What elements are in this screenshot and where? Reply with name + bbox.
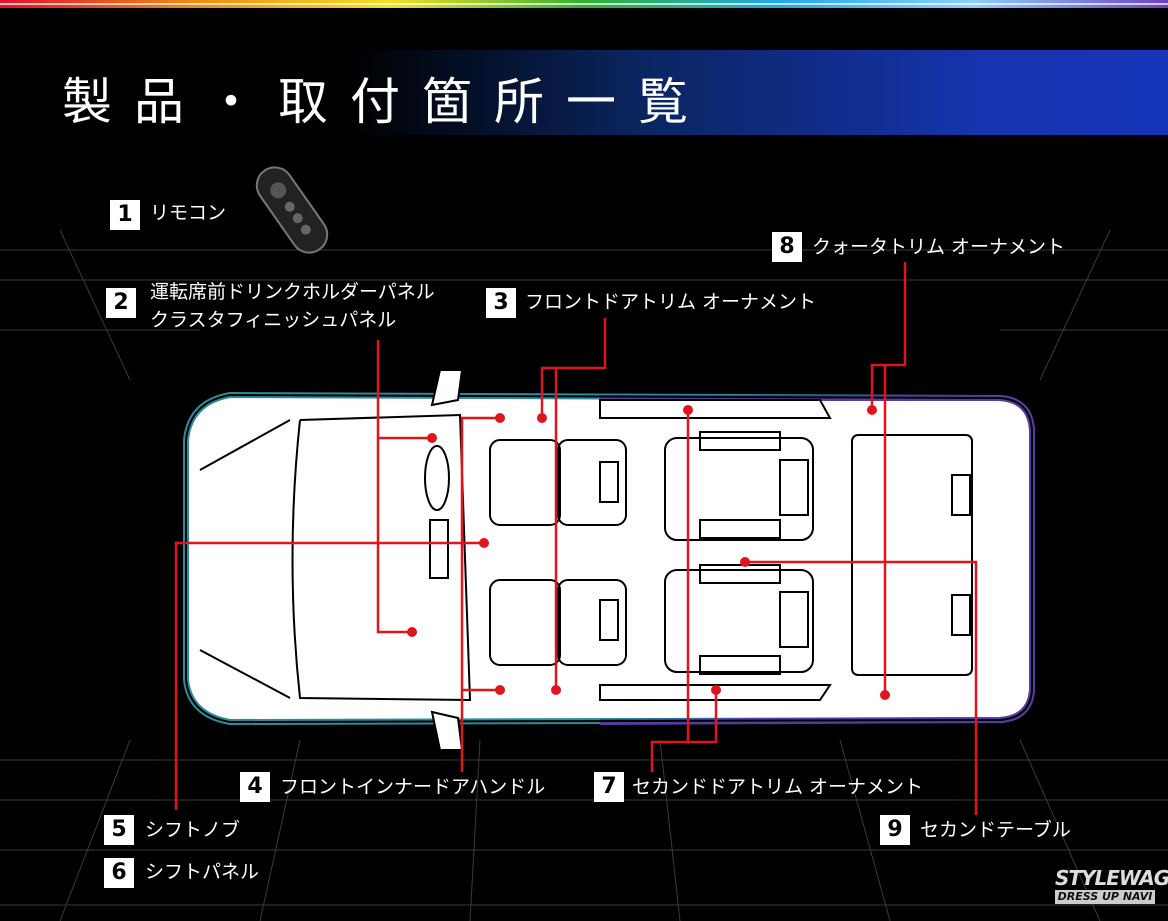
logo-line2: DRESS UP NAVI: [1055, 890, 1155, 904]
title-bar: [0, 50, 1168, 135]
page-title: 製品・取付箇所一覧: [62, 73, 710, 131]
rainbow-bar: [0, 0, 1168, 8]
label-front-inner-handle: フロントインナードアハンドル: [280, 776, 546, 798]
stylewagon-logo: STYLEWAGON DRESS UP NAVI: [1055, 866, 1168, 904]
label-second-table: セカンドテーブル: [920, 819, 1071, 841]
label-quarter-trim: クォータトリム オーナメント: [812, 236, 1066, 258]
badge-6: 6: [104, 858, 134, 888]
badge-4: 4: [240, 772, 270, 802]
remote-control: [255, 166, 329, 254]
badge-2: 2: [106, 288, 136, 318]
leader-lines: [174, 262, 978, 815]
leader-dots: [407, 405, 890, 700]
badge-7: 7: [594, 772, 624, 802]
badge-9: 9: [880, 815, 910, 845]
car-outline: [183, 369, 1035, 751]
badge-3: 3: [486, 288, 516, 318]
badge-8: 8: [772, 232, 802, 262]
label-drink-holder-panel: 運転席前ドリンクホルダーパネル: [150, 281, 435, 303]
logo-line1: STYLEWAGON: [1055, 866, 1168, 890]
label-front-door-trim: フロントドアトリム オーナメント: [525, 291, 817, 313]
label-remote: リモコン: [150, 202, 227, 224]
grid-floor: [0, 229, 1168, 921]
label-second-door-trim: セカンドドアトリム オーナメント: [632, 776, 924, 798]
badge-1: 1: [110, 200, 140, 230]
badge-5: 5: [104, 815, 134, 845]
label-cluster-panel: クラスタフィニッシュパネル: [150, 309, 397, 331]
label-shift-panel: シフトパネル: [145, 861, 260, 883]
label-shift-knob: シフトノブ: [145, 819, 241, 841]
